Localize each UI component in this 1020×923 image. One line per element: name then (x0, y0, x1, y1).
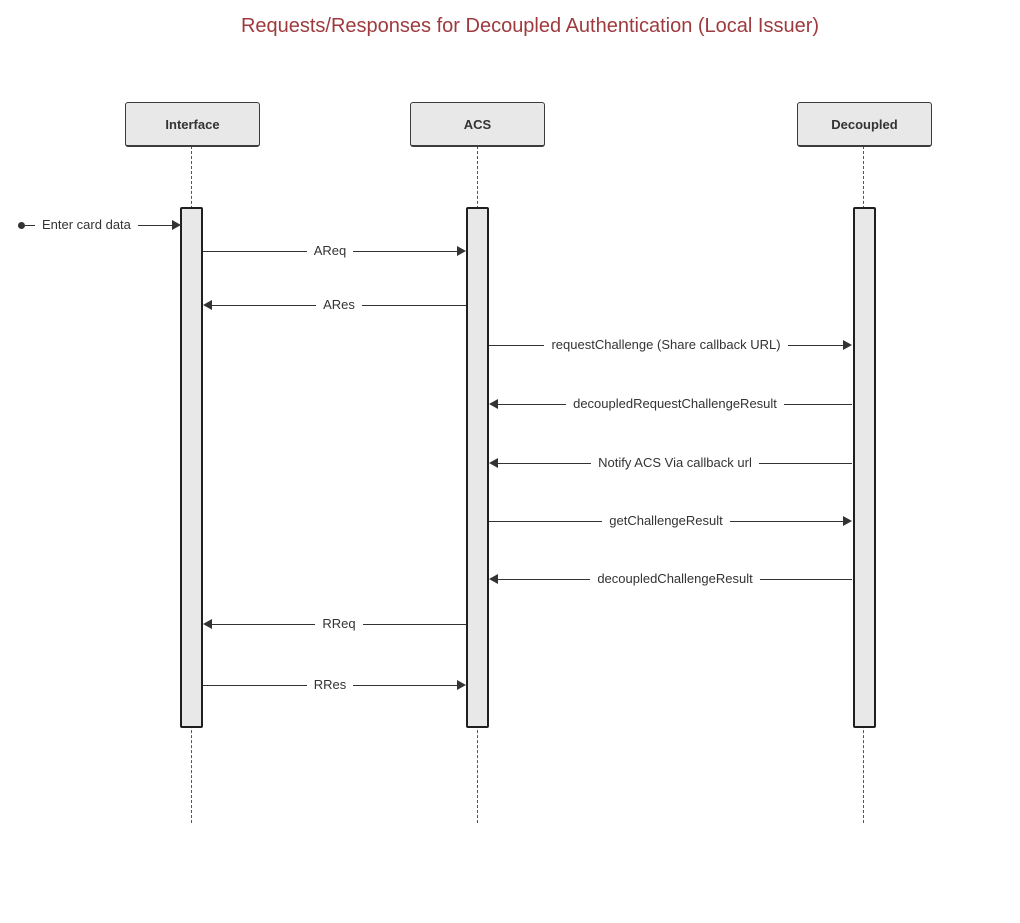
arrow-right-icon (172, 220, 181, 230)
message-label: decoupledChallengeResult (597, 571, 753, 586)
actor-interface: Interface (125, 102, 260, 147)
message-label: Enter card data (42, 217, 131, 232)
arrow-left-icon (489, 399, 498, 409)
message-label: getChallengeResult (609, 513, 723, 528)
arrow-right-icon (457, 680, 467, 690)
message-label: RReq (322, 616, 356, 631)
arrow-left-icon (203, 300, 212, 310)
arrow-left-icon (489, 574, 498, 584)
message-label: AReq (313, 243, 347, 258)
message-enter-card-data: Enter card data (18, 215, 181, 235)
actor-decoupled: Decoupled (797, 102, 932, 147)
arrow-right-icon (457, 246, 466, 256)
message-get-challenge-result: getChallengeResult (489, 511, 852, 531)
activation-decoupled (853, 207, 876, 728)
message-label: RRes (313, 677, 347, 692)
actor-interface-label: Interface (165, 116, 220, 132)
activation-interface (180, 207, 203, 728)
activation-acs (466, 207, 489, 728)
message-label: requestChallenge (Share callback URL) (551, 337, 781, 352)
message-decoupled-challenge-result: decoupledChallengeResult (489, 569, 853, 589)
actor-decoupled-label: Decoupled (831, 116, 898, 132)
arrow-left-icon (489, 458, 498, 468)
arrow-right-icon (843, 516, 852, 526)
diagram-title: Requests/Responses for Decoupled Authent… (240, 15, 820, 37)
message-request-challenge: requestChallenge (Share callback URL) (489, 335, 852, 355)
actor-acs: ACS (410, 102, 545, 147)
message-label: decoupledRequestChallengeResult (573, 396, 777, 411)
message-notify-acs-via-callback-url: Notify ACS Via callback url (489, 453, 853, 473)
message-rres: RRes (203, 675, 467, 695)
actor-acs-label: ACS (463, 116, 492, 132)
message-decoupled-request-challenge-result: decoupledRequestChallengeResult (489, 394, 852, 414)
message-ares: ARes (203, 295, 467, 315)
arrow-left-icon (203, 619, 212, 629)
message-rreq: RReq (203, 614, 466, 634)
arrow-right-icon (843, 340, 852, 350)
message-label: Notify ACS Via callback url (598, 455, 752, 470)
found-message-dot-icon (18, 221, 25, 229)
message-areq: AReq (203, 241, 466, 261)
message-label: ARes (323, 297, 355, 312)
